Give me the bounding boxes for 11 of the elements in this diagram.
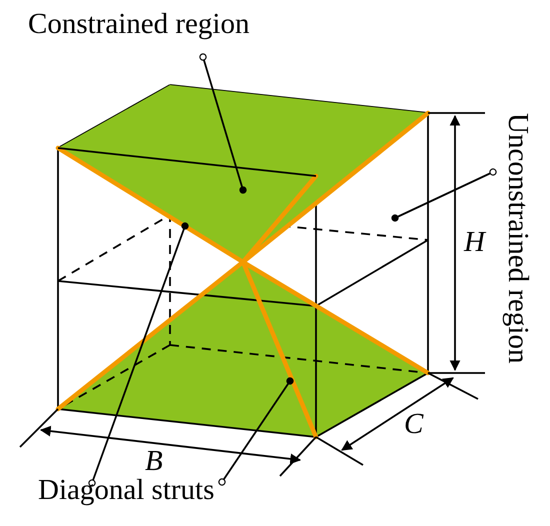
dimension-label: B (145, 447, 163, 476)
callout-text: Diagonal struts (38, 476, 214, 505)
leader-line (88, 222, 189, 487)
leader-line (218, 377, 294, 486)
leader-line (391, 168, 497, 222)
dimension-label: C (404, 410, 424, 439)
dimension-label: H (464, 228, 485, 257)
callout-text: Unconstrained region (503, 113, 532, 364)
callout-text: Constrained region (28, 10, 250, 39)
diagonal-strut (56, 146, 246, 264)
leader-line (199, 53, 247, 194)
